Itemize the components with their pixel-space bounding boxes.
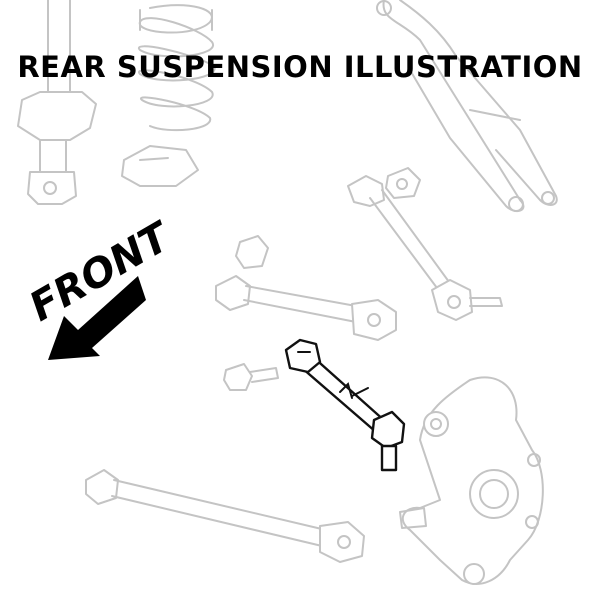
front-indicator: FRONT: [22, 213, 180, 360]
upper-arm-icon: [376, 0, 558, 213]
bushing-icon: [385, 167, 421, 199]
lateral-arm-icon: [215, 235, 397, 341]
front-arrow-icon: [48, 276, 146, 360]
toe-arm-icon: [347, 175, 503, 321]
page-title: REAR SUSPENSION ILLUSTRATION: [17, 50, 583, 84]
bump-stop-icon: [121, 145, 199, 187]
highlighted-control-arm-icon: [284, 338, 406, 472]
shock-absorber-icon: [17, 0, 97, 205]
coil-spring-icon: [137, 4, 216, 132]
lower-arm-icon: [85, 469, 365, 563]
knuckle-icon: [399, 376, 544, 585]
bolt-icon: [223, 363, 279, 391]
